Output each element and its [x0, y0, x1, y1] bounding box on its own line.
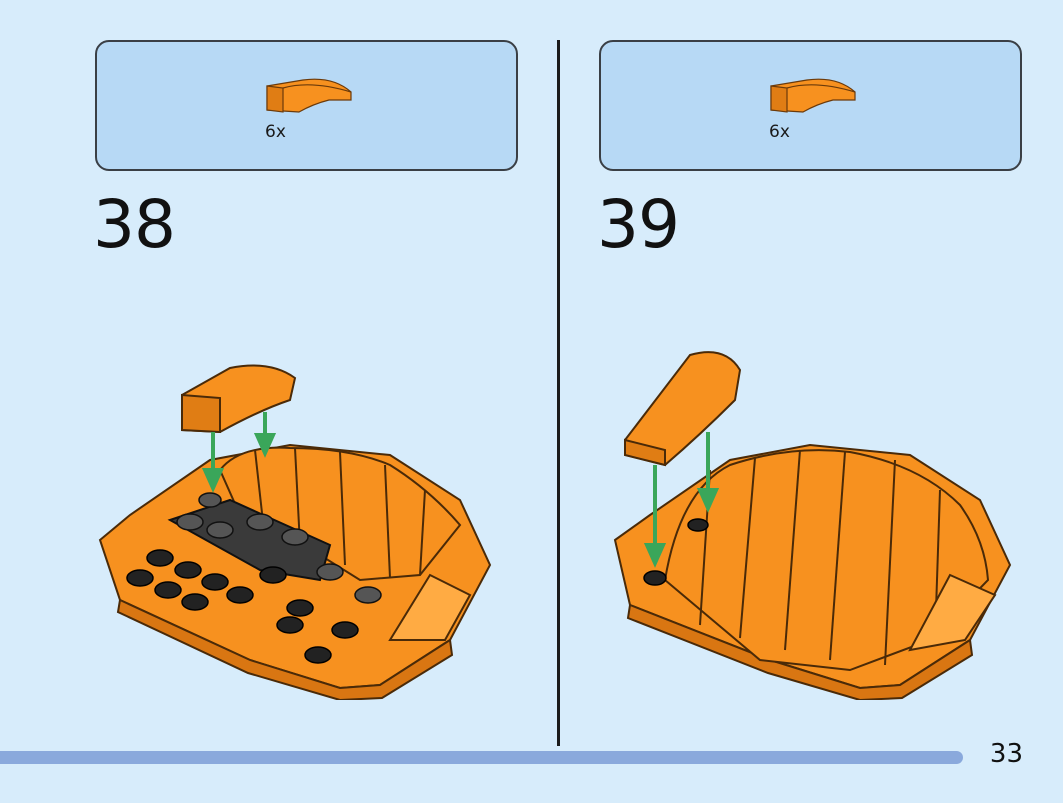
step-number-39: 39 [597, 186, 680, 263]
step-38-build-illustration [98, 364, 492, 700]
page-number: 33 [989, 739, 1023, 769]
step-39-build-illustration [613, 351, 1012, 700]
parts-callout-step-39: 6x [599, 40, 1022, 171]
part-quantity: 6x [265, 122, 286, 142]
parts-callout-step-38: 6x [95, 40, 518, 171]
curved-slope-brick-icon [770, 78, 856, 113]
curved-slope-brick-icon [266, 78, 352, 113]
progress-bar [0, 751, 963, 764]
step-number-38: 38 [93, 186, 176, 263]
step-divider [557, 40, 560, 746]
part-quantity: 6x [769, 122, 790, 142]
